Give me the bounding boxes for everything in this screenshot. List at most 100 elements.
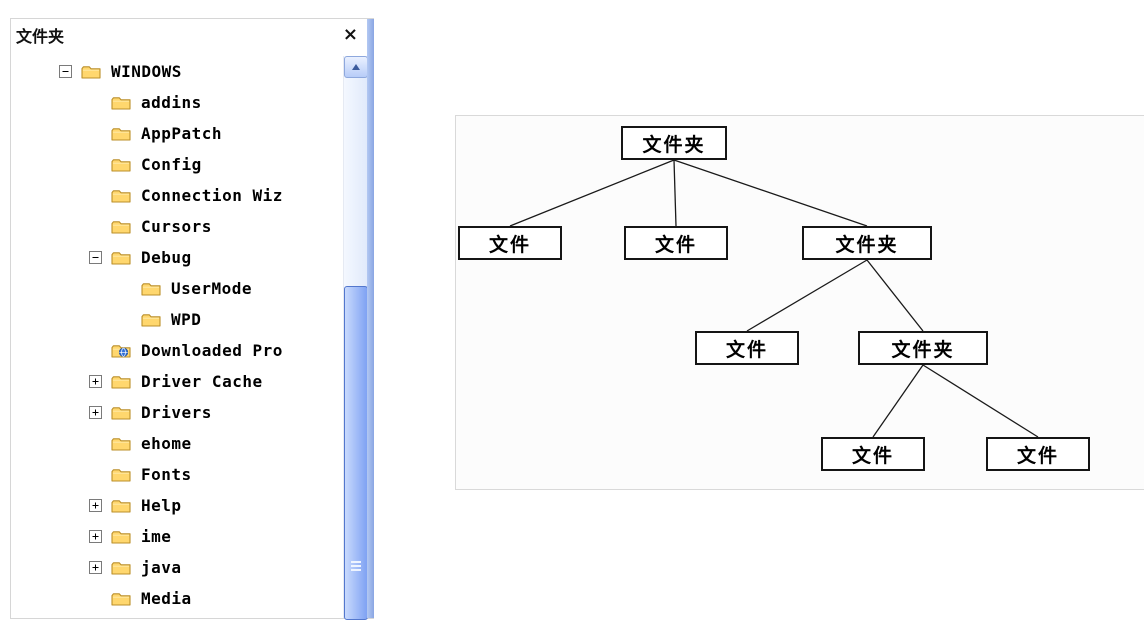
diagram-node-file4: 文件: [821, 437, 925, 471]
tree-indent: [11, 257, 89, 258]
tree-item-addins[interactable]: addins: [11, 87, 343, 118]
plus-expander-icon[interactable]: [89, 375, 111, 388]
diagram-edges: [509, 159, 1039, 438]
plus-expander-icon[interactable]: [89, 406, 111, 419]
thumb-grip-icon: [351, 561, 361, 563]
tree-item-ime[interactable]: ime: [11, 521, 343, 552]
tree-diagram: 文件夹文件文件文件夹文件文件夹文件文件: [455, 115, 1144, 490]
edge-line: [746, 259, 868, 332]
folder-icon: [111, 560, 131, 576]
scroll-up-button[interactable]: [344, 56, 368, 78]
folder-icon: [111, 529, 131, 545]
tree-item-label[interactable]: WPD: [171, 310, 202, 329]
folder-icon: [111, 591, 131, 607]
tree-item-apppatch[interactable]: AppPatch: [11, 118, 343, 149]
folder-icon: [111, 95, 131, 111]
tree-item-label[interactable]: ehome: [141, 434, 192, 453]
folder-icon: [111, 219, 131, 235]
tree-item-label[interactable]: addins: [141, 93, 202, 112]
tree-indent: [11, 567, 89, 568]
up-arrow-icon: [352, 64, 360, 70]
plus-expander-icon[interactable]: [89, 499, 111, 512]
diagram-node-file5: 文件: [986, 437, 1090, 471]
tree-item-label[interactable]: AppPatch: [141, 124, 223, 143]
tree-item-driver-cache[interactable]: Driver Cache: [11, 366, 343, 397]
tree-indent: [11, 350, 89, 351]
tree-item-label[interactable]: Config: [141, 155, 202, 174]
folder-icon: [111, 126, 131, 142]
diagram-node-root: 文件夹: [621, 126, 727, 160]
folder-icon: [141, 312, 161, 328]
tree-item-config[interactable]: Config: [11, 149, 343, 180]
tree-indent: [11, 505, 89, 506]
tree-item-label[interactable]: Help: [141, 496, 182, 515]
tree-indent: [11, 102, 89, 103]
edge-line: [922, 364, 1039, 438]
tree-indent: [11, 536, 89, 537]
tree-indent: [11, 412, 89, 413]
folder-icon: [111, 157, 131, 173]
tree-item-usermode[interactable]: UserMode: [11, 273, 343, 304]
folder-icon: [111, 188, 131, 204]
tree-indent: [11, 319, 119, 320]
tree-item-label[interactable]: Drivers: [141, 403, 212, 422]
folder-icon: [141, 281, 161, 297]
diagram-node-file2: 文件: [624, 226, 728, 260]
edge-line: [509, 159, 675, 227]
folder-icon: [111, 374, 131, 390]
tree-item-connection-wiz[interactable]: Connection Wiz: [11, 180, 343, 211]
minus-expander-icon[interactable]: [59, 65, 81, 78]
tree-item-label[interactable]: WINDOWS: [111, 62, 182, 81]
tree-indent: [11, 598, 89, 599]
tree-item-label[interactable]: ime: [141, 527, 172, 546]
folder-icon: [81, 64, 101, 80]
edge-line: [872, 364, 924, 438]
close-icon[interactable]: ×: [342, 24, 358, 45]
tree-indent: [11, 443, 89, 444]
tree-item-windows[interactable]: WINDOWS: [11, 56, 343, 87]
tree-item-fonts[interactable]: Fonts: [11, 459, 343, 490]
tree-item-label[interactable]: Fonts: [141, 465, 192, 484]
minus-expander-icon[interactable]: [89, 251, 111, 264]
tree-item-label[interactable]: java: [141, 558, 182, 577]
tree-item-label[interactable]: UserMode: [171, 279, 253, 298]
tree-item-debug[interactable]: Debug: [11, 242, 343, 273]
plus-expander-icon[interactable]: [89, 530, 111, 543]
edge-line: [673, 159, 868, 227]
tree-indent: [11, 288, 119, 289]
folder-icon: [111, 405, 131, 421]
tree-item-wpd[interactable]: WPD: [11, 304, 343, 335]
tree-item-ehome[interactable]: ehome: [11, 428, 343, 459]
tree-item-java[interactable]: java: [11, 552, 343, 583]
tree-item-label[interactable]: Connection Wiz: [141, 186, 283, 205]
tree-item-cursors[interactable]: Cursors: [11, 211, 343, 242]
diagram-node-folder2: 文件夹: [802, 226, 932, 260]
plus-expander-icon[interactable]: [89, 561, 111, 574]
scrollbar-thumb[interactable]: [344, 286, 368, 620]
tree-item-label[interactable]: Debug: [141, 248, 192, 267]
panel-right-border: [367, 19, 374, 618]
tree-item-drivers[interactable]: Drivers: [11, 397, 343, 428]
folder-icon: [111, 467, 131, 483]
tree-indent: [11, 381, 89, 382]
tree-item-label[interactable]: Cursors: [141, 217, 212, 236]
tree-item-help[interactable]: Help: [11, 490, 343, 521]
edge-line: [866, 259, 924, 332]
folder-icon: [111, 498, 131, 514]
panel-title: 文件夹: [16, 27, 65, 46]
folders-panel-header: 文件夹 ×: [11, 19, 364, 51]
tree-item-downloaded-pro[interactable]: Downloaded Pro: [11, 335, 343, 366]
vertical-scrollbar[interactable]: [343, 56, 368, 620]
tree-item-media[interactable]: Media: [11, 583, 343, 614]
tree-item-label[interactable]: Downloaded Pro: [141, 341, 283, 360]
tree-indent: [11, 71, 59, 72]
tree-indent: [11, 195, 89, 196]
diagram-node-folder3: 文件夹: [858, 331, 988, 365]
ie-folder-icon: [111, 343, 131, 359]
tree-item-label[interactable]: Driver Cache: [141, 372, 263, 391]
tree-item-label[interactable]: Media: [141, 589, 192, 608]
tree-indent: [11, 474, 89, 475]
tree-indent: [11, 226, 89, 227]
